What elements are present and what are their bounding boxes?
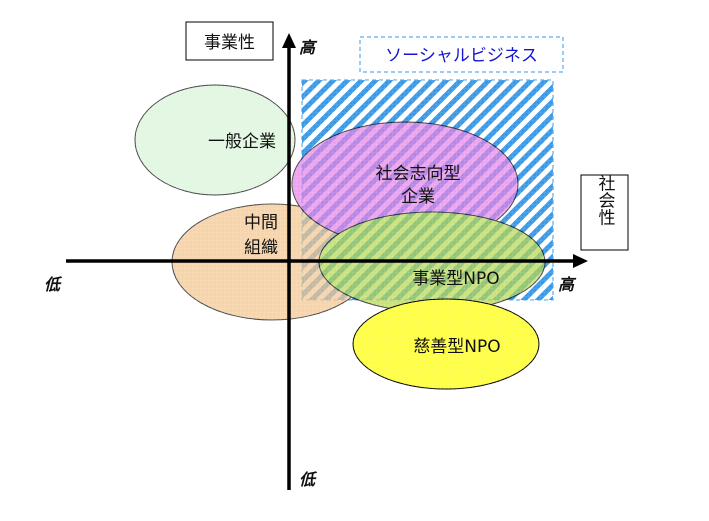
- x-low-label: 低: [44, 275, 63, 294]
- intermediate-label-line1: 中間: [244, 213, 278, 233]
- y-axis-title: 事業性: [204, 33, 255, 53]
- y-low-label: 低: [299, 470, 318, 489]
- intermediate-label-line2: 組織: [244, 238, 278, 258]
- x-high-label: 高: [558, 275, 577, 294]
- social-business-label: ソーシャルビジネス: [385, 46, 538, 66]
- x-axis-title-box: [580, 174, 629, 251]
- y-axis-title-box: [185, 21, 274, 61]
- social-business-label-box: [359, 36, 564, 73]
- social-oriented-label-line2: 企業: [401, 187, 435, 207]
- social-oriented-label-line1: 社会志向型: [376, 164, 461, 184]
- charity-npo-label: 慈善型NPO: [413, 337, 500, 357]
- y-high-label: 高: [299, 38, 318, 57]
- business-npo-label: 事業型NPO: [412, 269, 499, 289]
- y-axis-arrow-icon: [282, 33, 296, 48]
- x-axis-title: 社会性: [595, 174, 616, 225]
- x-axis-arrow-icon: [573, 254, 588, 268]
- general-company-label: 一般企業: [208, 132, 276, 152]
